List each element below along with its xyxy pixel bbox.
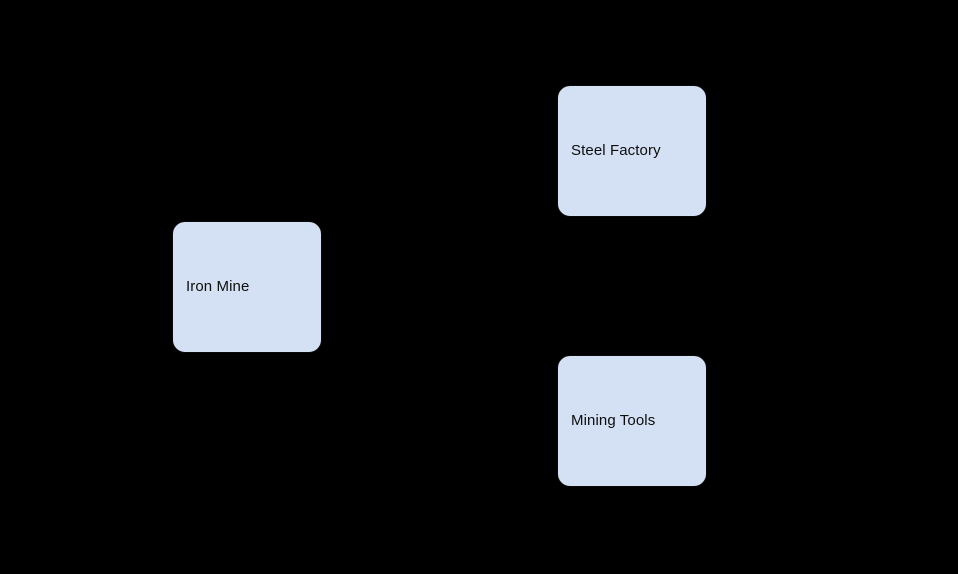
diagram-node-iron-mine[interactable]: Iron Mine	[172, 221, 322, 353]
node-label: Mining Tools	[571, 412, 656, 429]
diagram-node-steel-factory[interactable]: Steel Factory	[557, 85, 707, 217]
node-label: Steel Factory	[571, 142, 661, 159]
diagram-node-mining-tools[interactable]: Mining Tools	[557, 355, 707, 487]
node-label: Iron Mine	[186, 278, 250, 295]
